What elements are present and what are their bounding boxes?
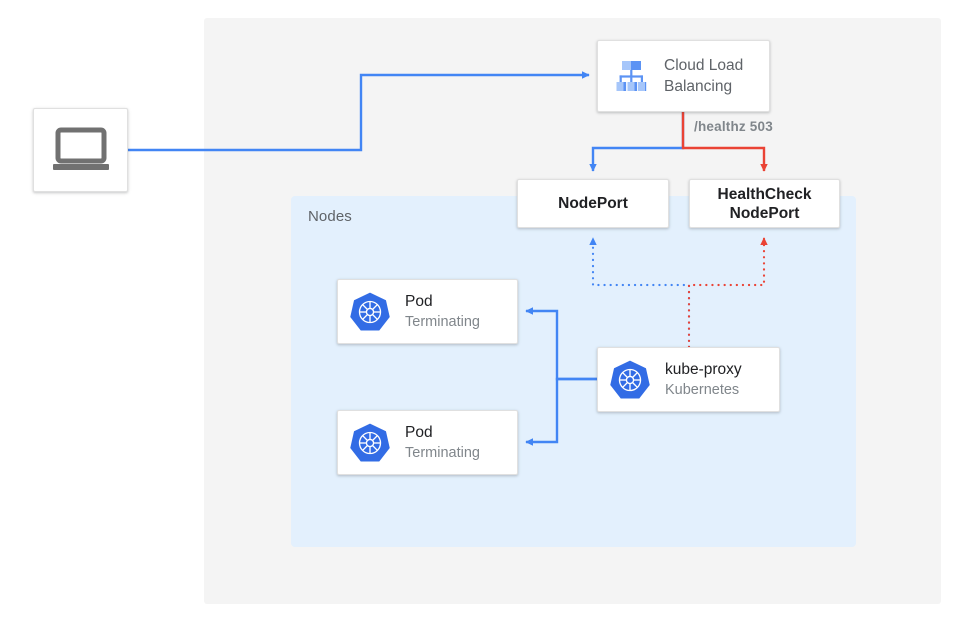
pod-card[interactable]: Pod Terminating: [337, 279, 518, 344]
pod-title: Pod: [405, 292, 433, 310]
pod-card[interactable]: Pod Terminating: [337, 410, 518, 475]
laptop-icon: [52, 127, 109, 170]
pod-status: Terminating: [405, 313, 480, 330]
cloud-load-balancing-card[interactable]: Cloud Load Balancing: [597, 40, 770, 112]
pod-title: Pod: [405, 423, 433, 441]
nodes-panel-label: Nodes: [308, 208, 352, 225]
kubernetes-icon: [610, 360, 650, 398]
healthcheck-nodeport-label: HealthCheck NodePort: [717, 185, 812, 222]
client-device-card[interactable]: [33, 108, 128, 192]
cloud-load-balancing-icon: [616, 61, 647, 91]
nodeport-label: NodePort: [558, 195, 628, 212]
kube-proxy-card[interactable]: kube-proxy Kubernetes: [597, 347, 780, 412]
healthcheck-nodeport-card[interactable]: HealthCheck NodePort: [689, 179, 840, 228]
healthz-status-label: /healthz 503: [694, 119, 773, 134]
kubernetes-icon: [350, 423, 390, 461]
kube-proxy-subtitle: Kubernetes: [665, 381, 740, 398]
nodeport-card[interactable]: NodePort: [517, 179, 669, 228]
cloud-load-balancing-label: Cloud Load Balancing: [664, 57, 744, 95]
kubernetes-icon: [350, 292, 390, 330]
kube-proxy-title: kube-proxy: [665, 360, 742, 378]
pod-status: Terminating: [405, 444, 480, 461]
